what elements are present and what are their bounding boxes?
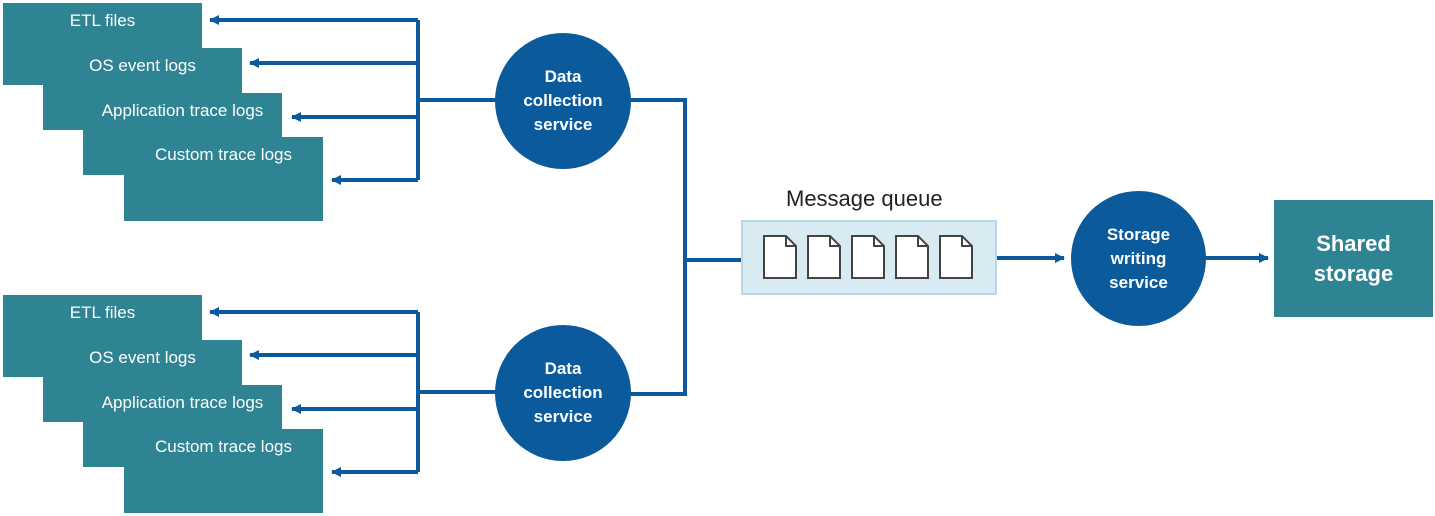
source-custom-trace-logs-1: Custom trace logs — [124, 137, 323, 221]
data-collection-service-1: Data collection service — [495, 33, 631, 169]
message-doc-icon — [763, 235, 797, 279]
data-collection-service-2: Data collection service — [495, 325, 631, 461]
source-custom-trace-logs-2: Custom trace logs — [124, 429, 323, 513]
shared-storage: Shared storage — [1274, 200, 1433, 317]
storage-writing-service: Storage writing service — [1071, 191, 1206, 326]
message-doc-icon — [807, 235, 841, 279]
message-doc-icon — [851, 235, 885, 279]
message-queue-label: Message queue — [786, 186, 943, 211]
message-doc-icon — [895, 235, 929, 279]
service-to-queue-line — [630, 98, 687, 396]
message-doc-icon — [939, 235, 973, 279]
